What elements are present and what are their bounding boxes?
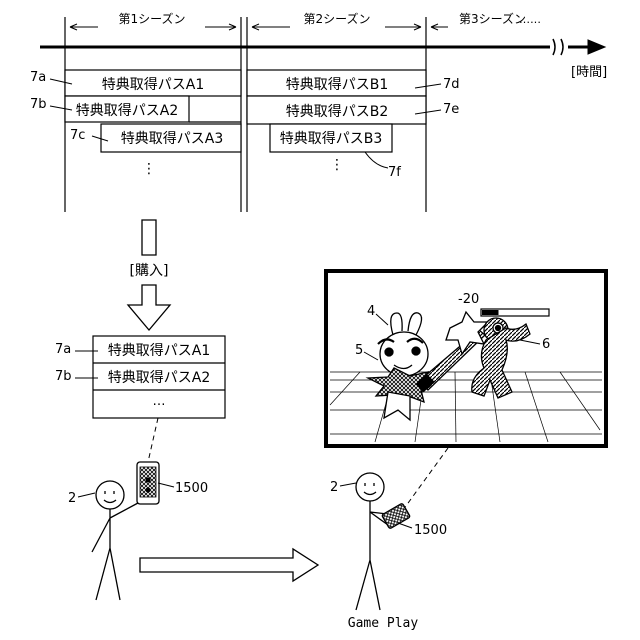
ref-7c: 7c xyxy=(70,128,85,143)
owned-list-more: … xyxy=(153,394,166,409)
season3-span-arrow xyxy=(431,24,448,30)
damage-indicator: -20 xyxy=(458,292,479,307)
time-axis-arrowhead xyxy=(588,40,605,54)
time-label: [時間] xyxy=(571,65,607,80)
user-left xyxy=(92,481,138,600)
game-screen: -20 4 xyxy=(326,271,606,446)
phone-left xyxy=(137,462,159,504)
ref-7b-list: 7b xyxy=(55,369,72,384)
user-right xyxy=(356,473,396,610)
owned-pass-a2: 特典取得パスA2 xyxy=(108,369,210,386)
season2-passes: 特典取得パスB1 特典取得パスB2 特典取得パスB3 ⋮ 7d 7e 7f xyxy=(247,70,460,180)
ref-7f: 7f xyxy=(388,165,401,180)
flow-arrow xyxy=(140,549,318,581)
ref-7e: 7e xyxy=(443,102,459,117)
ref-5: 5 xyxy=(355,343,363,358)
season2-label: 第2シーズン xyxy=(303,11,370,26)
season1-passes: 特典取得パスA1 特典取得パスA2 特典取得パスA3 ⋮ 7a 7b 7c xyxy=(30,70,241,177)
ref-6: 6 xyxy=(542,337,550,352)
season1-more-passes: ⋮ xyxy=(142,161,156,177)
owned-pass-a1: 特典取得パスA1 xyxy=(108,342,210,359)
pass-b2-label: 特典取得パスB2 xyxy=(286,103,389,120)
ref-7b-top: 7b xyxy=(30,97,47,112)
user-left-head xyxy=(96,481,124,509)
screen-to-tablet-link xyxy=(403,448,448,510)
purchase-label: [購入] xyxy=(130,263,169,279)
user-left-body xyxy=(92,503,138,600)
ref-1500-left: 1500 xyxy=(175,481,208,496)
list-to-phone-link xyxy=(148,418,158,462)
axis-break-mark xyxy=(553,39,563,55)
season1-label: 第1シーズン xyxy=(118,11,185,26)
season3-label: 第3シーズン xyxy=(459,11,526,26)
ref-2-left: 2 xyxy=(68,491,76,506)
season3-continuation: ‥‥‥ xyxy=(519,13,541,26)
game-play-caption: Game Play xyxy=(348,616,419,631)
ref-7a-list: 7a xyxy=(55,342,71,357)
season2-more-passes: ⋮ xyxy=(330,157,344,173)
tablet-right xyxy=(382,503,411,529)
pass-b1-label: 特典取得パスB1 xyxy=(286,76,389,93)
ref-1500-right: 1500 xyxy=(414,523,447,538)
pass-a3-label: 特典取得パスA3 xyxy=(121,130,223,147)
ref-4: 4 xyxy=(367,304,375,319)
enemy-hp-fill xyxy=(482,310,499,315)
owned-pass-list: 特典取得パスA1 特典取得パスA2 … 7a 7b xyxy=(55,336,225,418)
ref-7d: 7d xyxy=(443,77,460,92)
pass-a2-label: 特典取得パスA2 xyxy=(76,102,178,119)
pass-b3-label: 特典取得パスB3 xyxy=(280,130,383,147)
ref-2-right: 2 xyxy=(330,480,338,495)
ref-7a-top: 7a xyxy=(30,70,46,85)
user-right-head xyxy=(356,473,384,501)
pass-a1-label: 特典取得パスA1 xyxy=(102,76,204,93)
